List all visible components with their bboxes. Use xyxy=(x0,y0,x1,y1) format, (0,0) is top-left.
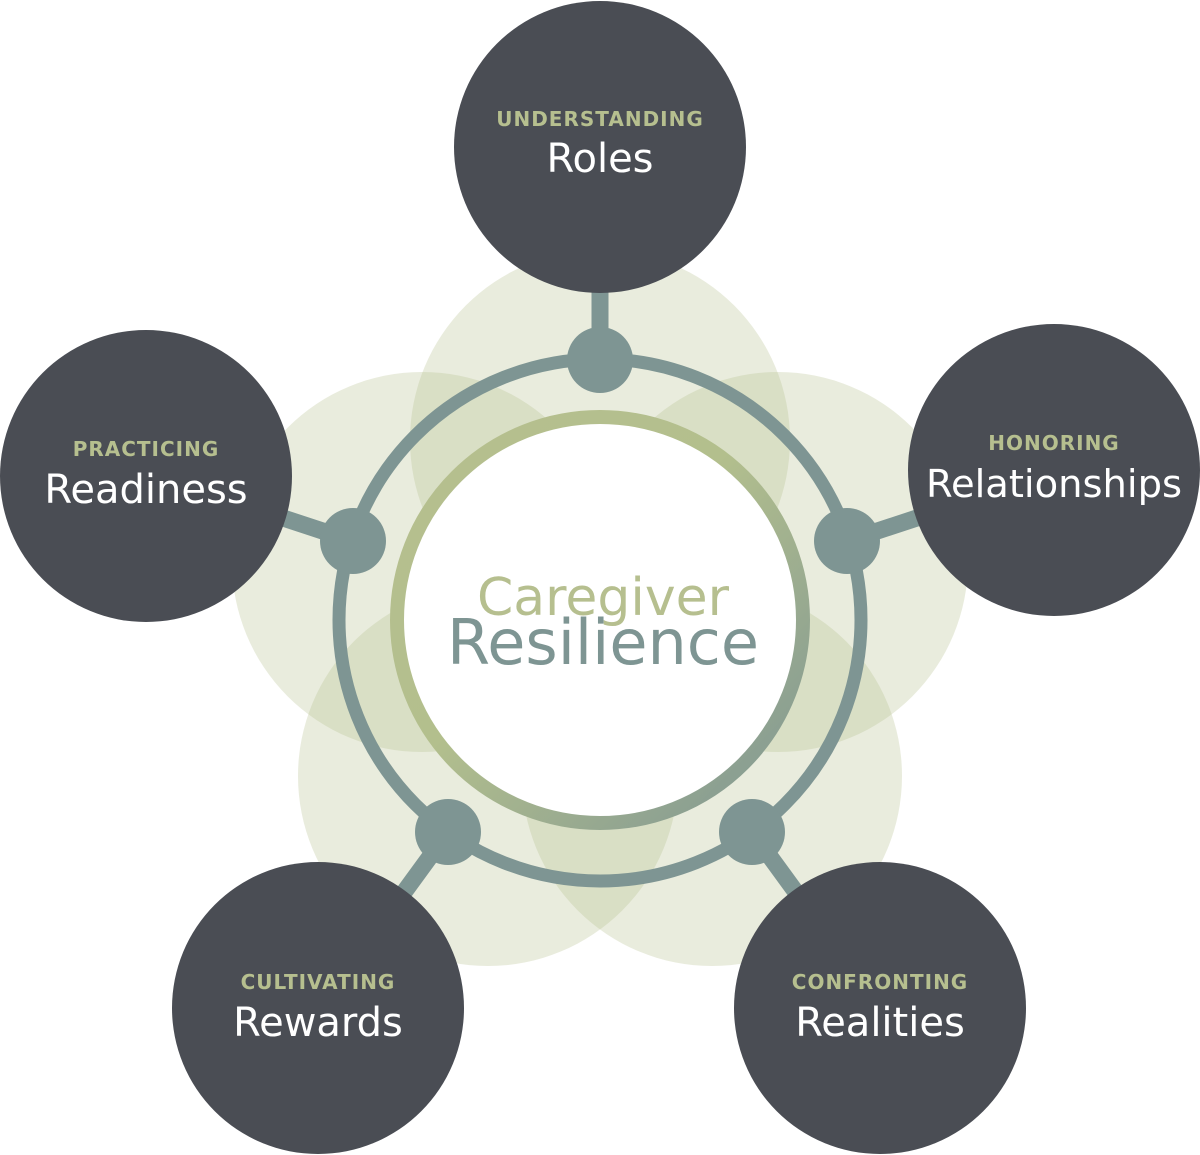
node-rewards: CULTIVATING Rewards xyxy=(172,862,464,1154)
node-rewards-name: Rewards xyxy=(233,1000,403,1046)
node-realities-circle xyxy=(734,862,1026,1154)
node-readiness-label: PRACTICING xyxy=(73,437,220,461)
ring-dot-lower-right xyxy=(719,799,785,865)
node-roles-label: UNDERSTANDING xyxy=(496,107,704,131)
node-relationships-circle xyxy=(908,324,1200,616)
center-disk xyxy=(400,420,800,820)
node-relationships-name: Relationships xyxy=(926,462,1182,506)
node-realities-label: CONFRONTING xyxy=(792,970,968,994)
ring-dot-lower-left xyxy=(415,799,481,865)
ring-dot-upper-right xyxy=(814,508,880,574)
node-roles: UNDERSTANDING Roles xyxy=(454,1,746,293)
center-title-line2: Resilience xyxy=(447,606,759,679)
node-relationships-label: HONORING xyxy=(988,431,1119,455)
node-realities: CONFRONTING Realities xyxy=(734,862,1026,1154)
ring-dots xyxy=(320,327,880,865)
ring-dot-top xyxy=(567,327,633,393)
node-roles-name: Roles xyxy=(546,136,653,182)
center-title-line1: Caregiver xyxy=(477,568,730,628)
node-relationships: HONORING Relationships xyxy=(908,324,1200,616)
node-readiness: PRACTICING Readiness xyxy=(0,330,292,622)
node-realities-name: Realities xyxy=(795,1000,965,1046)
node-rewards-label: CULTIVATING xyxy=(241,970,396,994)
ring-dot-upper-left xyxy=(320,508,386,574)
node-roles-circle xyxy=(454,1,746,293)
inner-ring xyxy=(390,410,810,830)
node-rewards-circle xyxy=(172,862,464,1154)
node-readiness-name: Readiness xyxy=(44,467,247,513)
node-readiness-circle xyxy=(0,330,292,622)
